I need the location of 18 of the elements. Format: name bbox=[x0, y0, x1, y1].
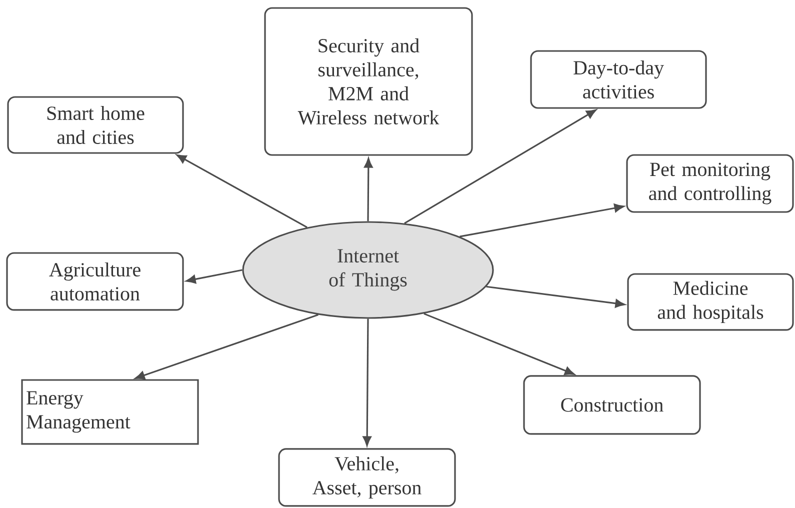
topic-box: Medicine and hospitals bbox=[627, 273, 794, 331]
arrow bbox=[424, 312, 575, 376]
arrow bbox=[176, 154, 308, 228]
topic-box: Pet monitoring and controlling bbox=[626, 154, 794, 213]
topic-box: Day-to-day activities bbox=[530, 50, 707, 109]
topic-box: Vehicle, Asset, person bbox=[278, 448, 456, 507]
topic-box: Smart home and cities bbox=[7, 96, 184, 154]
arrow bbox=[186, 269, 242, 284]
arrow bbox=[135, 314, 318, 380]
arrow bbox=[404, 110, 596, 224]
arrow bbox=[486, 286, 626, 308]
arrow bbox=[362, 318, 372, 446]
topic-box: Energy Management bbox=[21, 379, 199, 445]
arrow bbox=[460, 204, 624, 238]
arrow bbox=[364, 158, 373, 222]
topic-box: Agriculture automation bbox=[6, 252, 184, 311]
topic-box: Security and surveillance, M2M and Wireless network bbox=[264, 7, 473, 156]
topic-box: Construction bbox=[523, 375, 701, 435]
